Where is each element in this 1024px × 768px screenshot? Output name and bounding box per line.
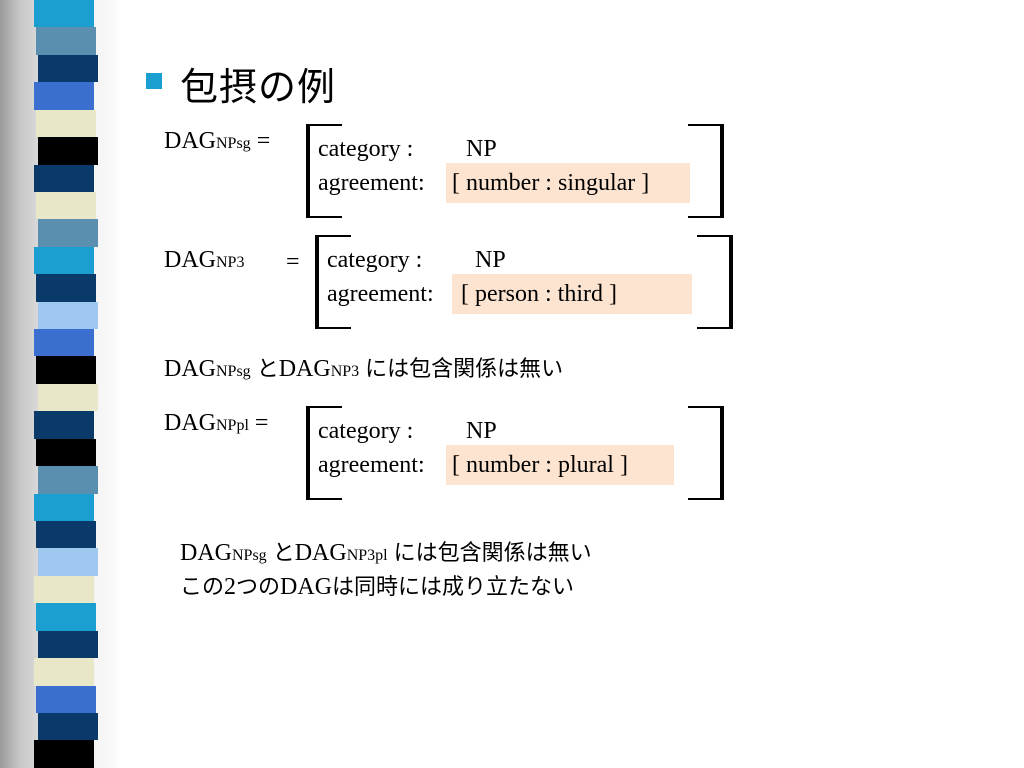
statement2-dag-a-subscript: NPsg: [232, 547, 267, 564]
statement3: この2つのDAGは同時には成り立たない: [180, 569, 574, 601]
dag1-subscript: NPsg: [216, 135, 251, 152]
dag3-left-bracket: [306, 406, 342, 500]
statement3-part2: つの: [236, 575, 281, 600]
dag2-category-value: NP: [475, 247, 506, 273]
sidebar-band: [34, 0, 94, 28]
dag3-subscript: NPpl: [216, 417, 249, 434]
dag3-category-label: category :: [318, 418, 414, 444]
sidebar-band: [36, 438, 96, 467]
sidebar-band: [36, 685, 96, 713]
sidebar-band: [38, 54, 98, 83]
dag3-category-value: NP: [466, 418, 497, 444]
sidebar-band: [34, 329, 94, 357]
sidebar-band: [36, 274, 96, 302]
statement3-part1: この: [180, 575, 225, 600]
dag1-agreement-value: [ number : singular ]: [452, 170, 650, 196]
sidebar-band: [34, 82, 94, 110]
statement2-dag-a: DAG: [180, 540, 232, 566]
dag3-agreement-value: [ number : plural ]: [452, 452, 628, 478]
sidebar-band-stack: [34, 0, 98, 768]
sidebar-band: [38, 548, 98, 576]
statement2: DAGNPsg とDAGNP3pl には包含関係は無い: [180, 535, 592, 567]
statement3-part3: は同時には成り立たない: [332, 575, 575, 600]
sidebar-band: [38, 137, 98, 165]
sidebar-band: [38, 219, 98, 247]
statement1: DAGNPsg とDAGNP3 には包含関係は無い: [164, 351, 563, 383]
statement1-connector: と: [256, 357, 279, 382]
sidebar-band: [36, 356, 96, 384]
sidebar-band: [36, 109, 96, 138]
dag2-right-bracket: [697, 235, 733, 329]
sidebar-band: [36, 603, 96, 631]
dag1-category-label: category :: [318, 136, 414, 162]
sidebar-stripe: [30, 0, 102, 768]
dag1-agreement-label: agreement:: [318, 170, 425, 196]
dag3-highlight: [446, 445, 674, 485]
dag2-agreement-value: [ person : third ]: [461, 281, 617, 307]
statement3-number: 2: [224, 574, 237, 600]
statement2-connector: と: [272, 541, 295, 566]
dag1-prefix: DAG: [164, 128, 216, 154]
dag3-agreement-label: agreement:: [318, 452, 425, 478]
dag3-prefix: DAG: [164, 410, 216, 436]
sidebar-band: [34, 658, 94, 686]
dag2-subscript: NP3: [216, 254, 245, 271]
statement1-dag-a: DAG: [164, 356, 216, 382]
statement2-dag-b-subscript: NP3pl: [346, 547, 388, 564]
sidebar-band: [38, 466, 98, 494]
dag2-highlight: [452, 274, 692, 314]
sidebar-band: [38, 301, 98, 330]
sidebar-band: [38, 383, 98, 412]
dag2-name: DAGNP3: [164, 247, 244, 274]
dag3-right-bracket: [688, 406, 724, 500]
dag1-category-row: category :: [318, 136, 413, 163]
statement2-text: には包含関係は無い: [393, 541, 592, 566]
sidebar-band: [36, 191, 96, 220]
sidebar-band: [34, 740, 94, 768]
dag2-equals: =: [286, 249, 300, 275]
statement1-dag-a-subscript: NPsg: [216, 363, 251, 380]
sidebar-band: [34, 411, 94, 439]
title-bullet-icon: [146, 73, 162, 89]
dag3-equals: =: [254, 410, 269, 436]
dag1-highlight: [446, 163, 690, 203]
sidebar-band: [34, 246, 94, 275]
sidebar-band: [38, 630, 98, 659]
dag1-name: DAGNPsg =: [164, 128, 270, 155]
statement1-dag-b-subscript: NP3: [330, 363, 360, 380]
dag2-left-bracket: [315, 235, 351, 329]
dag3-name: DAGNPpl =: [164, 410, 268, 437]
sidebar-band: [36, 521, 96, 549]
dag2-agreement-label: agreement:: [327, 281, 434, 307]
statement1-dag-b: DAG: [278, 356, 331, 382]
dag1-right-bracket: [688, 124, 724, 218]
statement1-text: には包含関係は無い: [365, 357, 564, 382]
sidebar-band: [34, 575, 94, 604]
sidebar-band: [38, 712, 98, 741]
dag1-left-bracket: [306, 124, 342, 218]
dag1-equals: =: [256, 128, 271, 154]
dag2-prefix: DAG: [164, 247, 216, 273]
dag2-category-label: category :: [327, 247, 423, 273]
slide-title: 包摂の例: [180, 65, 337, 109]
statement2-dag-b: DAG: [294, 540, 347, 566]
decorative-sidebar: [0, 0, 122, 768]
sidebar-band: [34, 164, 94, 192]
sidebar-band: [34, 493, 94, 522]
statement3-dag: DAG: [280, 574, 333, 600]
sidebar-band: [36, 27, 96, 55]
dag1-category-value: NP: [466, 136, 497, 162]
